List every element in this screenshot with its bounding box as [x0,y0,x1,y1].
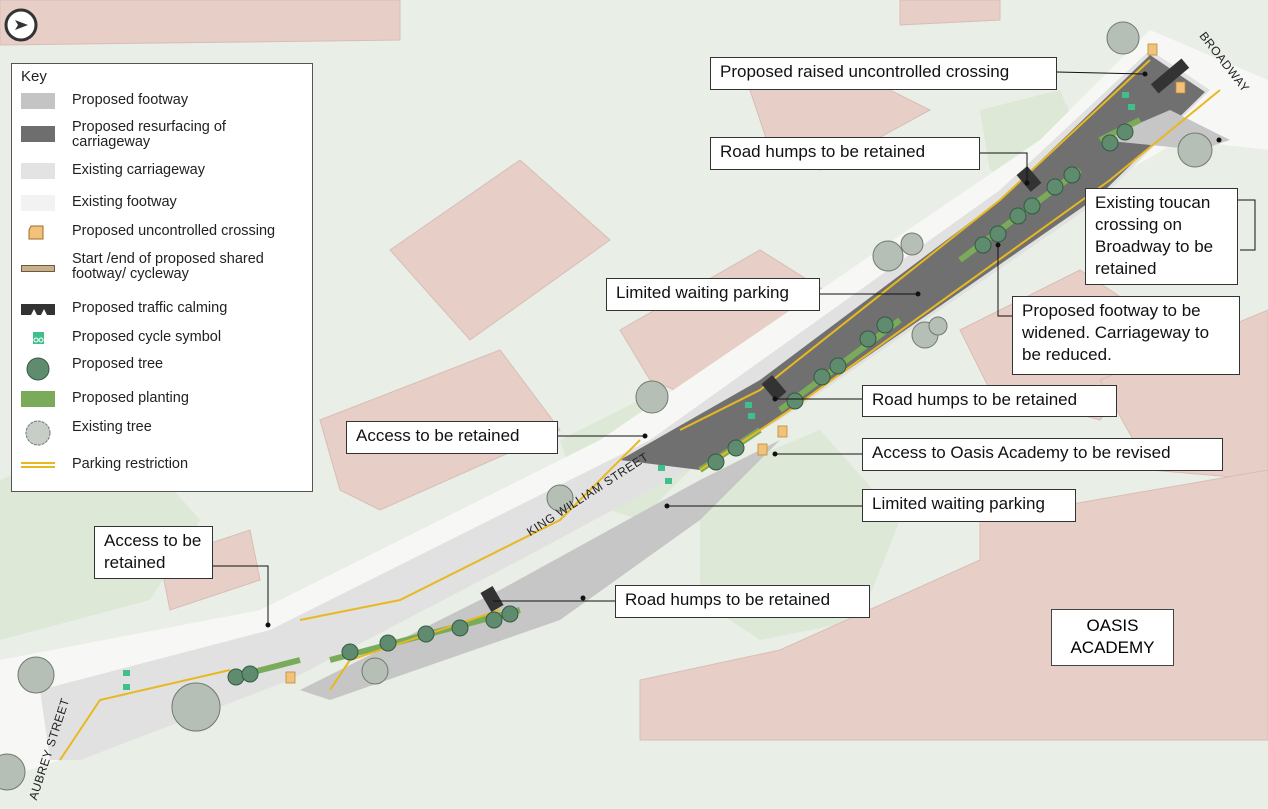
planting-swatch [21,391,55,407]
crossing-icon [28,225,44,240]
proposed-tree-icon [26,357,50,381]
north-arrow-icon [4,8,38,42]
callout-limited-parking-bottom: Limited waiting parking [862,489,1076,522]
callout-access-mid: Access to be retained [346,421,558,454]
callout-footway-widened: Proposed footway to be widened. Carriage… [1012,296,1240,375]
existing-tree-icon [25,420,51,446]
cycle-symbols [123,92,1135,690]
callout-raised-crossing: Proposed raised uncontrolled crossing [710,57,1057,90]
key-label: Proposed planting [72,390,189,406]
callout-toucan: Existing toucan crossing on Broadway to … [1085,188,1238,285]
callout-limited-parking-top: Limited waiting parking [606,278,820,311]
key-label: Proposed traffic calming [72,300,228,316]
key-label: Proposed footway [72,92,189,108]
key-label: Proposed resurfacing of carriageway [72,119,226,150]
proposed-footway-swatch [21,93,55,109]
callout-humps-mid: Road humps to be retained [862,385,1117,417]
key-label: Parking restriction [72,456,189,472]
leader-dots [265,71,1222,628]
key-label: Existing footway [72,194,177,210]
key-label: Proposed uncontrolled crossing [72,223,276,239]
parking-restriction-icon [21,462,55,468]
key-label: Proposed tree [72,356,164,372]
key-title: Key [21,68,47,85]
building-name-line1: OASIS [1086,616,1139,635]
existing-footway-swatch [21,195,55,211]
cycle-icon [33,332,44,344]
map-key: Key Proposed footway Proposed resurfacin… [11,63,313,492]
building-name-line2: ACADEMY [1070,638,1155,657]
key-label: Start /end of proposed shared footway/ c… [72,251,264,282]
resurfacing-swatch [21,126,55,142]
oasis-academy-label: OASIS ACADEMY [1051,609,1174,666]
callout-access-left: Access to be retained [94,526,213,579]
callout-humps-top: Road humps to be retained [710,137,980,170]
key-label: Existing carriageway [72,162,205,178]
road-humps [480,58,1190,613]
existing-carriageway-swatch [21,163,55,179]
traffic-calming-icon [21,304,55,315]
uncontrolled-crossings [285,43,1186,684]
shared-footway-bar [21,265,55,272]
callout-access-oasis: Access to Oasis Academy to be revised [862,438,1223,471]
existing-footway [0,30,1268,780]
existing-trees [0,21,1213,791]
callout-humps-bottom: Road humps to be retained [615,585,870,618]
key-label: Proposed cycle symbol [72,329,222,345]
proposed-trees [227,123,1134,686]
key-label: Existing tree [72,419,152,435]
leader-lines [213,71,1256,625]
